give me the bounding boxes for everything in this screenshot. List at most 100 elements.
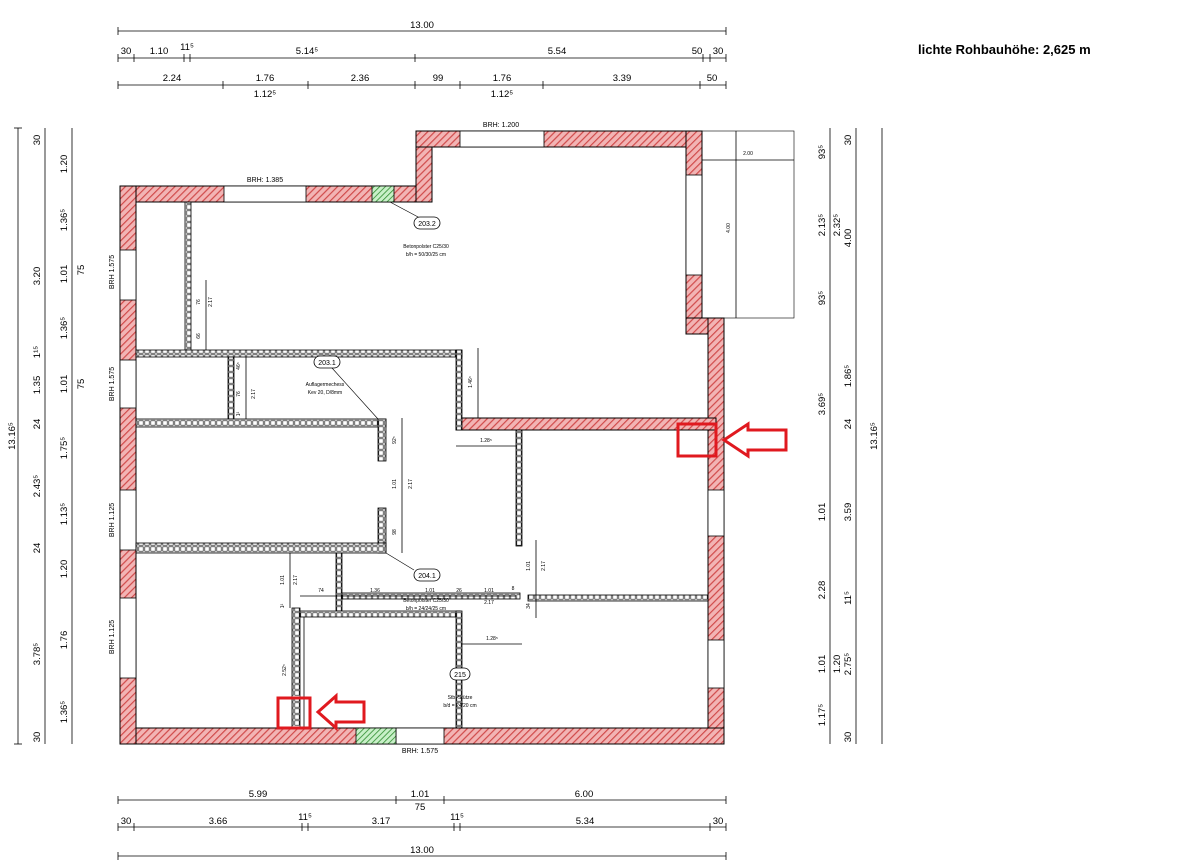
right-inner-6: 1.01 bbox=[817, 655, 828, 674]
left-outer-7: 3.78⁵ bbox=[32, 643, 43, 665]
tag-215: 215 bbox=[454, 672, 466, 679]
balcony-depth: 4.00 bbox=[726, 223, 732, 233]
top-row2-0: 2.24 bbox=[163, 73, 182, 84]
right-overall: 13.16⁵ bbox=[869, 422, 880, 450]
right-mid-1: 2.32⁵ bbox=[832, 214, 843, 236]
beton2-line1: Betonpolster C25/30 bbox=[403, 598, 449, 604]
left-outer-8: 30 bbox=[32, 732, 43, 743]
left-outer-3: 1.35 bbox=[32, 376, 43, 395]
int-dim-11: 2.17 bbox=[408, 479, 414, 489]
left-dimensions: 13.16⁵ 30 3.20 1¹⁵ 1.35 24 2.43⁵ 24 3.78… bbox=[7, 127, 116, 745]
top-row2-6: 50 bbox=[707, 73, 718, 84]
left-inner-3: 1.36⁵ bbox=[59, 317, 70, 339]
top-row1-0: 30 bbox=[121, 46, 132, 57]
stb-line2: b/d = 24/20 cm bbox=[443, 703, 476, 709]
top-row2-1: 1.76 bbox=[256, 73, 275, 84]
right-mid-2: 4.00 bbox=[843, 229, 854, 248]
int-dim-10: 1.01 bbox=[392, 479, 398, 489]
bottom-dimensions: 5.99 1.01 6.00 75 30 3.66 11⁵ 3.17 11⁵ 5… bbox=[117, 789, 727, 860]
right-mid-8: 2.75⁵ bbox=[843, 653, 854, 675]
int-dim-14: 2.17 bbox=[293, 575, 299, 585]
right-inner-4: 1.01 bbox=[817, 503, 828, 522]
bottom-row1-1: 1.01 bbox=[411, 789, 430, 800]
int-dim-21: 8 bbox=[512, 586, 515, 592]
arrow-left-icon bbox=[315, 692, 366, 732]
top-dimensions: 13.00 30 1.10 11⁵ 5.14⁵ 5.54 50 30 2.24 … bbox=[117, 20, 727, 100]
left-outer-4: 24 bbox=[32, 419, 43, 430]
left-outer-5: 2.43⁵ bbox=[32, 475, 43, 497]
int-dim-25: 34 bbox=[526, 603, 532, 609]
int-dim-17: 1.36 bbox=[370, 588, 380, 594]
left-inner-2: 1.01 bbox=[59, 265, 70, 284]
arrow-left-icon bbox=[721, 421, 788, 459]
int-dim-13: 1.01 bbox=[280, 575, 286, 585]
left-inner-9: 1.36⁵ bbox=[59, 701, 70, 723]
left-overall: 13.16⁵ bbox=[7, 422, 18, 450]
tags: 203.2 203.1 204.1 215 bbox=[313, 201, 471, 681]
int-dim-7: 1.46⁵ bbox=[468, 376, 474, 388]
int-dim-16: 74 bbox=[318, 588, 324, 594]
int-dim-20: 1.01 bbox=[484, 588, 494, 594]
annotations: Betonpolster C25/30 b/h = 50/30/25 cm Au… bbox=[306, 244, 477, 709]
int-dim-9: 92⁵ bbox=[392, 436, 398, 444]
bottom-row2-6: 30 bbox=[713, 816, 724, 827]
int-dim-12: 98 bbox=[392, 529, 398, 535]
windows bbox=[119, 130, 725, 745]
tag-203-2: 203.2 bbox=[418, 221, 436, 228]
int-dim-1: 2.17 bbox=[208, 297, 214, 307]
right-inner-1: 2.13⁵ bbox=[817, 214, 828, 236]
int-dim-15: 1² bbox=[280, 603, 286, 608]
bottom-row1-2: 6.00 bbox=[575, 789, 594, 800]
top-row2-4: 1.76 bbox=[493, 73, 512, 84]
right-mid-9: 30 bbox=[843, 732, 854, 743]
auflager-line2: Kev 20, D/8mm bbox=[308, 390, 342, 396]
left-outer-1: 3.20 bbox=[32, 267, 43, 286]
right-mid-3: 1.86⁵ bbox=[843, 365, 854, 387]
left-outer-2: 1¹⁵ bbox=[32, 346, 43, 358]
right-mid-6: 11⁵ bbox=[843, 591, 854, 605]
int-dim-26: 1.28⁵ bbox=[486, 636, 498, 642]
beton1-line1: Betonpolster C25/30 bbox=[403, 244, 449, 250]
bottom-overall: 13.00 bbox=[410, 845, 434, 856]
interior-dimensions: 76 2.17 66 46⁵ 76 2.17 1² 1.46⁵ 1.28⁵ 92… bbox=[196, 280, 547, 728]
right-mid-4: 24 bbox=[843, 419, 854, 430]
tag-203-1: 203.1 bbox=[318, 360, 336, 367]
int-dim-6: 1² bbox=[236, 411, 242, 416]
left-inner-5: 1.75⁵ bbox=[59, 437, 70, 459]
interior-walls bbox=[135, 201, 709, 729]
brh-top-left: BRH: 1.385 bbox=[247, 177, 283, 184]
brh-left-0: BRH 1.575 bbox=[109, 255, 116, 289]
int-dim-3: 46⁵ bbox=[236, 362, 242, 370]
top-row2-2: 2.36 bbox=[351, 73, 370, 84]
balcony-outline: 2.00 4.00 bbox=[701, 130, 795, 319]
bottom-row1-0: 5.99 bbox=[249, 789, 268, 800]
left-inner-1: 1.36⁵ bbox=[59, 209, 70, 231]
top-row1-5: 50 bbox=[692, 46, 703, 57]
right-mid-5: 3.59 bbox=[843, 503, 854, 522]
int-dim-19: 26 bbox=[456, 588, 462, 594]
right-inner-5: 2.28 bbox=[817, 581, 828, 600]
bottom-row1-sub: 75 bbox=[415, 802, 426, 813]
int-dim-5: 2.17 bbox=[251, 389, 257, 399]
right-mid-0: 30 bbox=[843, 135, 854, 146]
brh-top-right: BRH: 1.200 bbox=[483, 122, 519, 129]
int-dim-4: 76 bbox=[236, 391, 242, 397]
right-mid-7: 1.20 bbox=[832, 655, 843, 674]
top-row1-2: 11⁵ bbox=[180, 42, 194, 53]
brh-left-2: BRH 1.125 bbox=[109, 503, 116, 537]
right-inner-2: 93⁵ bbox=[817, 291, 828, 306]
left-inner-0: 1.20 bbox=[59, 155, 70, 174]
top-row1-4: 5.54 bbox=[548, 46, 567, 57]
int-dim-0: 76 bbox=[196, 299, 202, 305]
top-row1-1: 1.10 bbox=[150, 46, 169, 57]
left-outer-0: 30 bbox=[32, 135, 43, 146]
top-row2-sub-0: 1.12⁵ bbox=[254, 89, 276, 100]
int-dim-23: 1.01 bbox=[526, 561, 532, 571]
left-inner-6: 1.13⁵ bbox=[59, 503, 70, 525]
tag-204-1: 204.1 bbox=[418, 573, 436, 580]
brh-bottom: BRH: 1.575 bbox=[402, 748, 438, 755]
beton2-line2: b/h = 24/24/25 cm bbox=[406, 606, 446, 612]
int-dim-2: 66 bbox=[196, 333, 202, 339]
bottom-row2-4: 11⁵ bbox=[450, 812, 464, 823]
